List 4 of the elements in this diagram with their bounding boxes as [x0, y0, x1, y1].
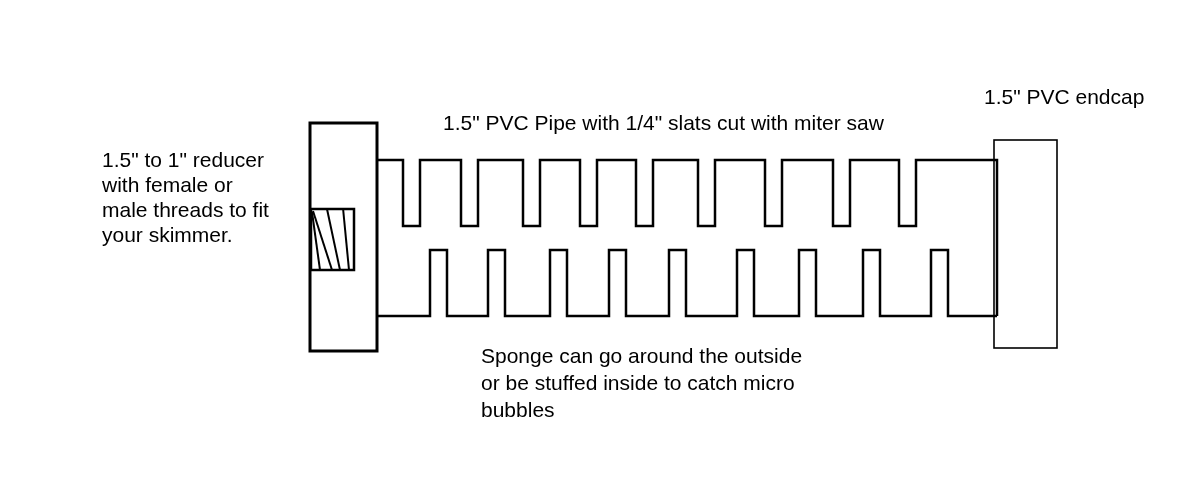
part-label: Sponge can go around the outside or be stuffed inside to catch micro bubbles	[481, 343, 804, 423]
part-label: 1.5" to 1" reducer with female or male threads to fit your skimmer.	[102, 147, 270, 247]
part-label: 1.5" PVC endcap	[984, 84, 1146, 109]
part-label: 1.5" PVC Pipe with 1/4" slats cut with miter saw	[443, 110, 885, 135]
